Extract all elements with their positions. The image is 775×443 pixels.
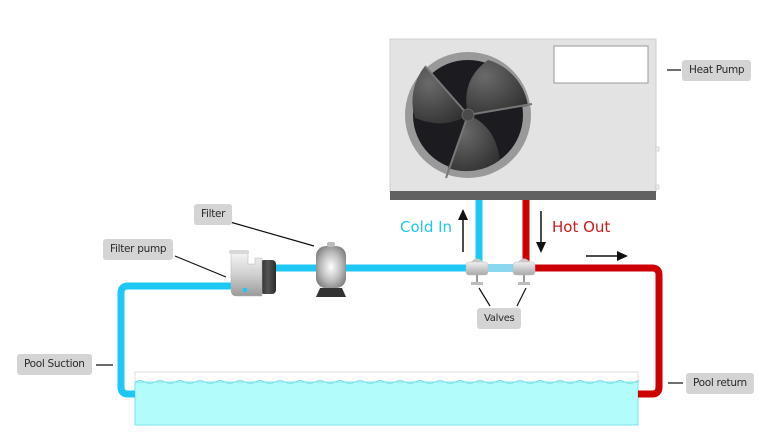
heat-pump [389, 38, 660, 200]
pool-return-label: Pool return [686, 373, 754, 394]
fan-icon [405, 52, 533, 179]
hot-out-arrow [536, 211, 546, 253]
valves-leader-left [478, 287, 491, 307]
return-flow-arrow [586, 251, 628, 261]
cold-in-arrow [458, 209, 468, 252]
filter-leader [229, 221, 315, 247]
filter-pump [229, 250, 276, 297]
filter-pump-leader [174, 255, 227, 278]
filter-label: Filter [194, 204, 233, 225]
heat-pump-label: Heat Pump [682, 60, 752, 81]
filter-pump-label: Filter pump [103, 239, 174, 260]
valve-cold[interactable] [465, 258, 489, 286]
filter-pump-housing [230, 252, 263, 297]
cold-pipe-suction [117, 282, 236, 398]
pool [134, 371, 640, 426]
hot-out-label: Hot Out [552, 218, 611, 236]
heat-pump-base [390, 191, 656, 200]
filter-pump-motor [260, 260, 276, 294]
valve-hot[interactable] [512, 258, 536, 286]
valves-leader-right [516, 287, 527, 307]
pool-water-surface [134, 380, 640, 384]
filter [316, 242, 346, 297]
pool-suction-label: Pool Suction [17, 354, 92, 375]
heat-pump-display [553, 45, 649, 84]
valves-label: Valves [477, 308, 522, 329]
pool-water [134, 381, 639, 426]
cold-in-label: Cold In [400, 218, 453, 236]
hot-pipe-return [534, 264, 663, 398]
